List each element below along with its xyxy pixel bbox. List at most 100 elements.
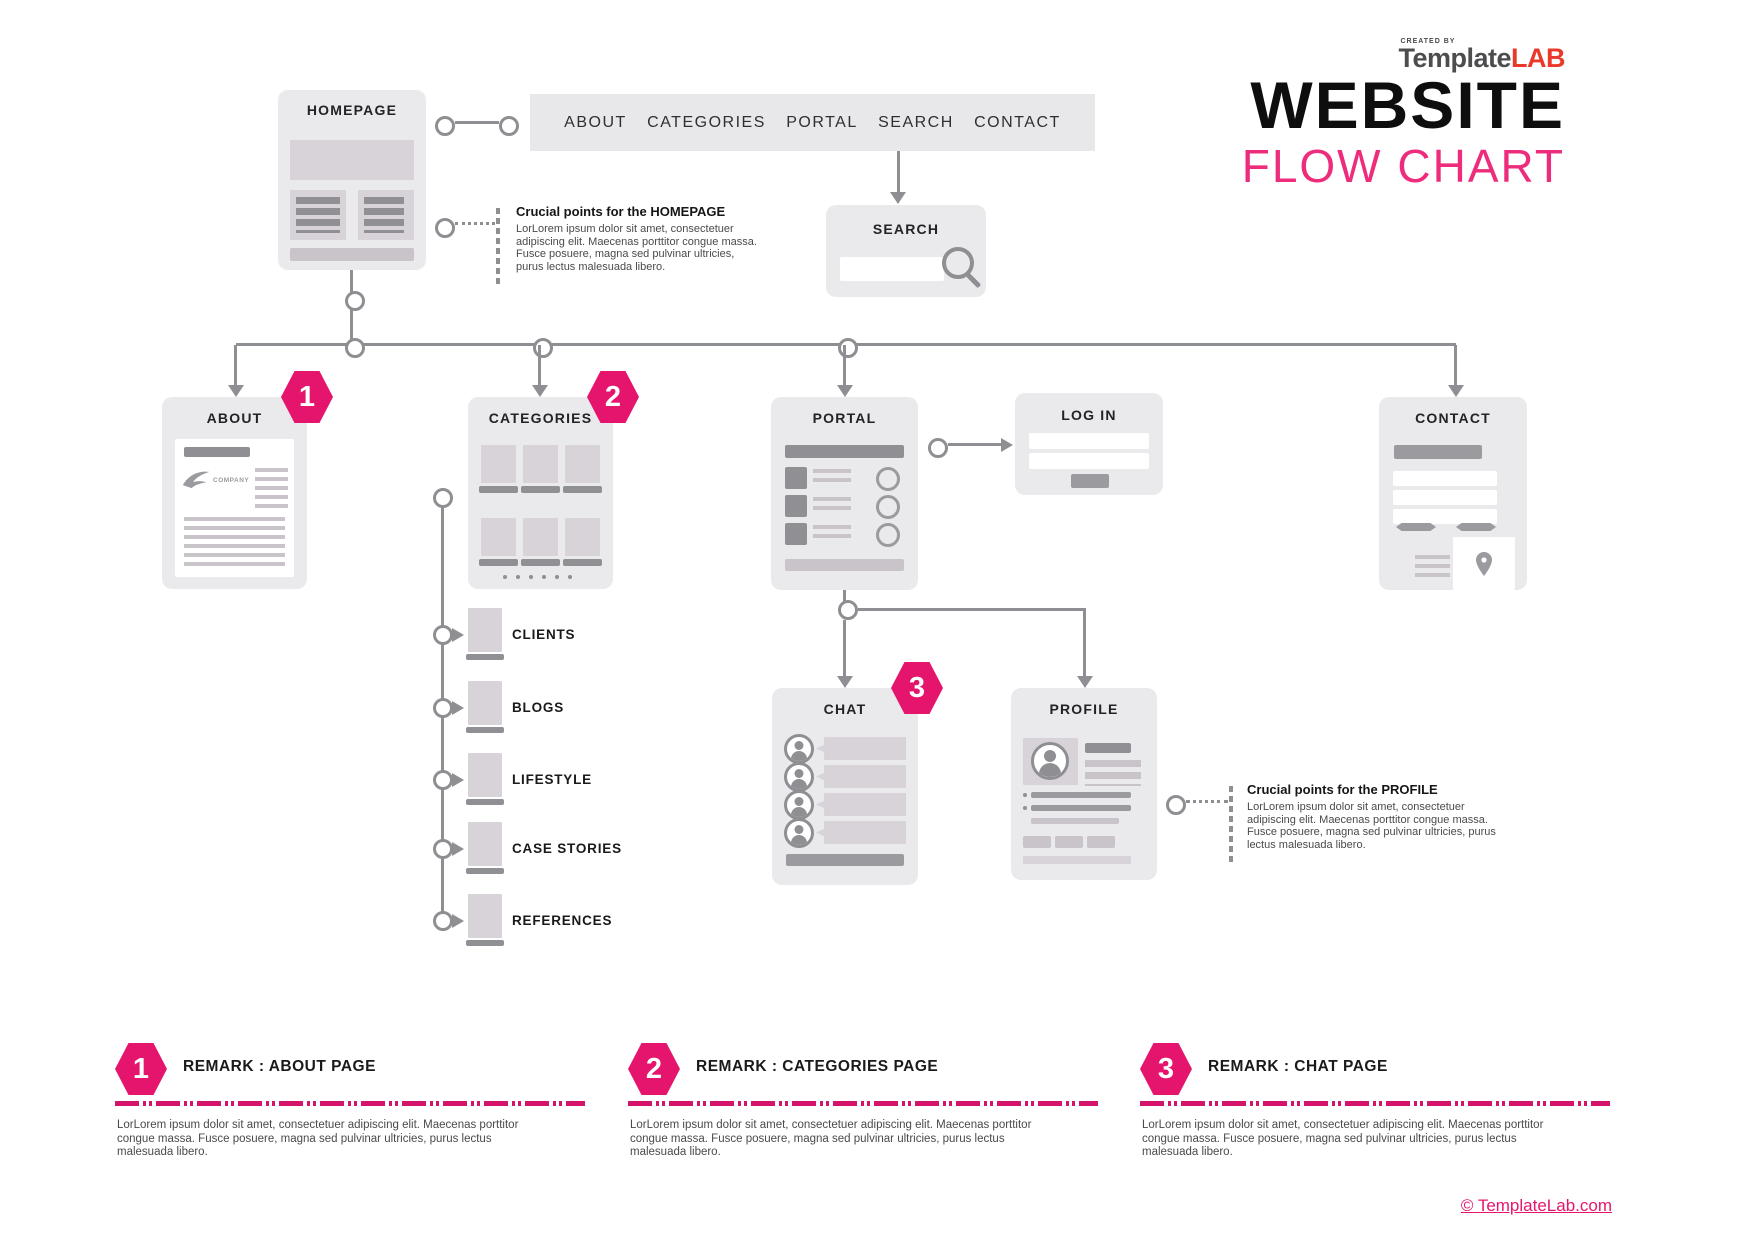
categories-box: CATEGORIES [468, 397, 613, 589]
wf-chip [1023, 836, 1051, 848]
homepage-note-body: LorLorem ipsum dolor sit amet, consectet… [516, 223, 757, 273]
connector-node [345, 338, 365, 358]
remark-3-body: LorLorem ipsum dolor sit amet, consectet… [1142, 1119, 1544, 1159]
arrow-down-icon [1448, 385, 1464, 397]
wf-text-lines [813, 497, 851, 514]
arrow-right-icon [452, 842, 464, 856]
connector-node [1166, 795, 1186, 815]
connector-line [858, 608, 1085, 611]
wf-card-bar [466, 654, 504, 660]
connector-line [538, 345, 541, 385]
connector-node [433, 770, 453, 790]
connector-line [843, 345, 846, 385]
person-icon [784, 734, 814, 764]
wf-footer-bar [290, 248, 414, 261]
arrow-down-icon [532, 385, 548, 397]
nav-item-contact: CONTACT [974, 113, 1061, 131]
wf-document: COMPANY [175, 439, 294, 577]
wf-card [468, 894, 502, 938]
wf-card [523, 518, 558, 556]
wf-password-input [1029, 453, 1149, 469]
wf-thumb [785, 523, 807, 545]
remark-3-badge: 3 [1140, 1043, 1192, 1095]
person-icon [784, 818, 814, 848]
wf-card-bar [466, 799, 504, 805]
subcategory-case-stories: CASE STORIES [512, 841, 622, 856]
arrow-right-icon [452, 914, 464, 928]
connector-node [435, 116, 455, 136]
connector-line [455, 121, 499, 124]
about-label: ABOUT [206, 410, 263, 426]
wf-input-bar [786, 854, 904, 866]
wf-text-lines [296, 197, 340, 233]
wf-card-bar [521, 559, 560, 566]
wf-text-lines [364, 197, 404, 233]
wf-card [565, 518, 600, 556]
wf-username-input [1029, 433, 1149, 449]
connector-node [499, 116, 519, 136]
homepage-label: HOMEPAGE [306, 102, 398, 118]
arrow-down-icon [890, 192, 906, 204]
wf-hero [290, 140, 414, 180]
templatelab-credit-link[interactable]: © TemplateLab.com [1460, 1196, 1612, 1215]
pagination-dots [503, 575, 572, 579]
wf-bullet [1023, 793, 1027, 797]
remark-3-divider [1140, 1101, 1610, 1106]
connector-line [948, 443, 1001, 446]
wf-chip [1055, 836, 1083, 848]
arrow-right-icon [452, 701, 464, 715]
nav-item-portal: PORTAL [786, 113, 858, 131]
connector-line [1083, 608, 1086, 676]
contact-box: CONTACT [1379, 397, 1527, 590]
logo-text: TemplateLAB [1398, 45, 1565, 72]
connector-node [433, 625, 453, 645]
subcategory-references: REFERENCES [512, 913, 613, 928]
wf-line [1031, 805, 1131, 811]
dotted-connector-line [1186, 800, 1228, 803]
person-icon [1031, 742, 1069, 780]
subcategory-lifestyle: LIFESTYLE [512, 772, 592, 787]
wf-radio-circle [876, 467, 900, 491]
navbar: ABOUT CATEGORIES PORTAL SEARCH CONTACT [530, 94, 1095, 151]
logo-lab: LAB [1511, 43, 1566, 73]
connector-node [433, 488, 453, 508]
wf-header-bar [785, 445, 904, 458]
connector-node [928, 438, 948, 458]
wf-text-lines [813, 525, 851, 542]
nav-item-categories: CATEGORIES [647, 113, 766, 131]
portal-label: PORTAL [812, 410, 877, 426]
arrow-right-icon [452, 773, 464, 787]
connector-node [433, 698, 453, 718]
wf-card-bar [466, 868, 504, 874]
wf-text-lines [255, 468, 288, 509]
nav-item-about: ABOUT [564, 113, 627, 131]
badge-1-number: 1 [298, 380, 316, 413]
remark-2-body: LorLorem ipsum dolor sit amet, consectet… [630, 1119, 1032, 1159]
wf-card [468, 753, 502, 797]
connector-node [838, 338, 858, 358]
connector-line [843, 620, 846, 676]
connector-node [433, 911, 453, 931]
wf-line [1031, 792, 1131, 798]
dotted-connector-line [455, 222, 495, 225]
homepage-box: HOMEPAGE [278, 90, 426, 270]
remark-1-number: 1 [132, 1052, 150, 1085]
wf-card [468, 608, 502, 652]
subcategory-blogs: BLOGS [512, 700, 565, 715]
categories-label: CATEGORIES [488, 410, 593, 426]
remark-2-badge: 2 [628, 1043, 680, 1095]
connector-node [533, 338, 553, 358]
profile-note-body: LorLorem ipsum dolor sit amet, consectet… [1247, 801, 1496, 851]
header: CREATED BY TemplateLAB WEBSITE FLOW CHAR… [1242, 38, 1566, 189]
connector-line [1454, 345, 1457, 385]
wf-chat-bubble [816, 765, 906, 788]
login-box: LOG IN [1015, 393, 1163, 495]
contact-label: CONTACT [1415, 410, 1491, 426]
wf-map-card [1453, 537, 1515, 590]
profile-note: Crucial points for the PROFILE LorLorem … [1247, 782, 1497, 851]
about-box: ABOUT COMPANY [162, 397, 307, 589]
profile-label: PROFILE [1049, 701, 1119, 717]
wf-title-bar [184, 447, 250, 457]
wf-title-bar [1394, 445, 1482, 459]
